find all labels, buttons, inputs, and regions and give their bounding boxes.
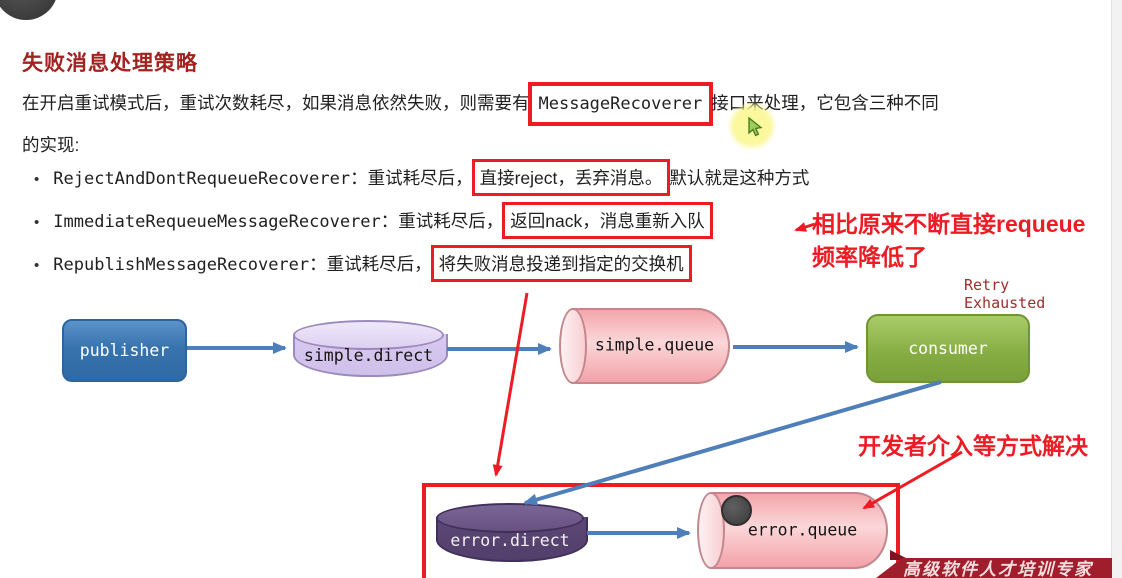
exchange-error-direct-node: error.direct <box>436 503 588 562</box>
requeue-annotation-line1: 相比原来不断直接requeue <box>812 211 1086 237</box>
error-exchange-label: error.direct <box>450 531 570 550</box>
requeue-annotation-line2: 频率降低了 <box>812 244 927 270</box>
consumer-node: consumer <box>866 314 1030 383</box>
requeue-annotation: 相比原来不断直接requeue 频率降低了 <box>812 208 1085 274</box>
recoverer-class-name: RepublishMessageRecoverer <box>53 255 310 275</box>
bullet-boxed-text: 直接reject，丢弃消息。 <box>471 159 671 196</box>
retry-label-line1: Retry <box>964 276 1010 294</box>
banner-fold <box>890 550 910 560</box>
error-queue-label: error.queue <box>747 520 858 540</box>
error-highlight-box <box>422 483 900 578</box>
publisher-node: publisher <box>62 319 187 382</box>
bullet-mid-text: ：重试耗尽后， <box>350 168 473 188</box>
bullet-reject-and-dont-requeue: RejectAndDontRequeueRecoverer：重试耗尽后，直接re… <box>34 159 810 196</box>
strategy-list: RejectAndDontRequeueRecoverer：重试耗尽后，直接re… <box>34 159 810 292</box>
recoverer-class-name: ImmediateRequeueMessageRecoverer <box>53 212 381 232</box>
red-arrow-bullet3-to-error-box <box>492 292 529 477</box>
window-edge-strip <box>1111 0 1122 578</box>
bullet-boxed-text: 返回nack，消息重新入队 <box>502 202 713 239</box>
footer-banner: 高级软件人才培训专家 <box>876 558 1112 578</box>
bullet-mid-text: ：重试耗尽后， <box>309 254 432 274</box>
bullet-mid-text: ：重试耗尽后， <box>380 211 504 231</box>
messagerecoverer-code-boxed: MessageRecoverer <box>527 82 714 126</box>
exchange-simple-direct-node: simple.direct <box>293 320 448 377</box>
cylinder-top <box>293 320 444 350</box>
queue-simple-queue-node: simple.queue <box>559 308 730 384</box>
retry-exhausted-label: Retry Exhausted <box>964 276 1045 312</box>
publisher-label: publisher <box>79 341 170 360</box>
bullet-immediate-requeue: ImmediateRequeueMessageRecoverer：重试耗尽后，返… <box>34 202 809 239</box>
recoverer-class-name: RejectAndDontRequeueRecoverer <box>53 169 351 189</box>
bullet-republish: RepublishMessageRecoverer：重试耗尽后，将失败消息投递到… <box>34 245 809 282</box>
intro-text-line2: 的实现: <box>22 135 80 155</box>
exchange-label: simple.direct <box>303 346 434 365</box>
consumer-label: consumer <box>908 339 988 358</box>
cylinder-top <box>436 503 584 533</box>
intro-text-before: 在开启重试模式后，重试次数耗尽，如果消息依然失败，则需要有 <box>22 93 530 113</box>
developer-annotation: 开发者介入等方式解决 <box>858 433 1088 459</box>
retry-label-line2: Exhausted <box>964 294 1046 312</box>
cursor-icon <box>748 117 763 137</box>
bullet-boxed-text: 将失败消息投递到指定的交换机 <box>430 245 692 282</box>
bullet-after-text: 默认就是这种方式 <box>669 168 810 188</box>
corner-circle-logo <box>0 0 58 20</box>
page-title: 失败消息处理策略 <box>22 52 198 76</box>
queue-label: simple.queue <box>594 335 715 355</box>
